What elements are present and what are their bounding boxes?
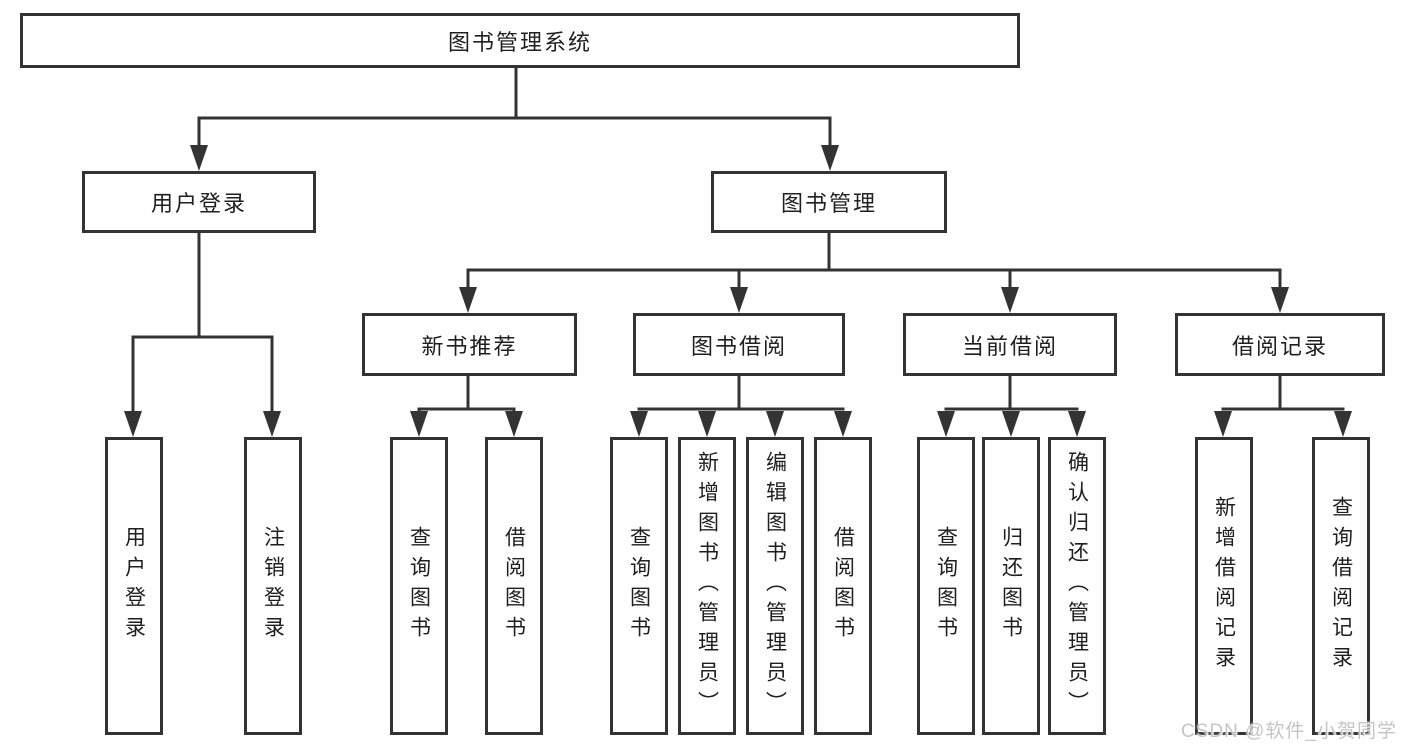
leaf-current-confirm-return-admin: 确认归还（管理员） [1048,437,1106,735]
connector-book-management-branch [459,233,1289,313]
leaf-record-add-borrow-record-label: 新增借阅记录 [1212,496,1236,676]
leaf-logout-login-label: 注销登录 [261,526,285,646]
node-user-login-label: 用户登录 [150,191,247,216]
node-root: 图书管理系统 [20,13,1020,68]
csdn-watermark: CSDN @软件_小贺同学 [1181,721,1397,742]
leaf-borrow-borrow-books: 借阅图书 [814,437,872,735]
node-borrow-record-label: 借阅记录 [1231,333,1328,359]
leaf-current-return-books: 归还图书 [982,437,1040,735]
node-book-borrow-label: 图书借阅 [690,333,787,359]
connector-root-to-level2 [190,68,839,171]
leaf-user-login: 用户登录 [105,437,163,735]
leaf-borrow-query-books: 查询图书 [610,437,668,735]
node-book-management-label: 图书管理 [780,191,877,216]
node-book-borrow: 图书借阅 [633,313,845,376]
leaf-borrow-query-books-label: 查询图书 [627,526,651,646]
leaf-current-query-books: 查询图书 [917,437,975,735]
node-user-login: 用户登录 [82,171,316,233]
leaf-current-confirm-return-admin-label: 确认归还（管理员） [1065,451,1089,721]
node-new-book-recommend-label: 新书推荐 [421,333,518,359]
node-root-label: 图书管理系统 [447,29,592,55]
leaf-user-login-label: 用户登录 [122,526,146,646]
leaf-borrow-edit-books-admin: 编辑图书（管理员） [746,437,804,735]
leaf-current-return-books-label: 归还图书 [999,526,1023,646]
node-new-book-recommend: 新书推荐 [362,313,577,376]
leaf-newrec-borrow-books: 借阅图书 [485,437,543,735]
leaf-logout-login: 注销登录 [244,437,302,735]
leaf-newrec-query-books: 查询图书 [390,437,448,735]
leaf-record-query-borrow-record-label: 查询借阅记录 [1329,496,1353,676]
connector-new-book-recommend-branch [410,376,523,437]
connector-current-borrow-branch [937,376,1086,437]
node-borrow-record: 借阅记录 [1175,313,1385,376]
connector-borrow-record-branch [1214,376,1352,437]
connector-user-login-branch [124,233,281,437]
leaf-borrow-add-books-admin-label: 新增图书（管理员） [695,451,719,721]
leaf-borrow-borrow-books-label: 借阅图书 [831,526,855,646]
connector-book-borrow-branch [630,376,852,437]
node-book-management: 图书管理 [711,171,947,233]
leaf-borrow-edit-books-admin-label: 编辑图书（管理员） [763,451,787,721]
node-current-borrow: 当前借阅 [903,313,1117,376]
leaf-newrec-borrow-books-label: 借阅图书 [502,526,526,646]
leaf-current-query-books-label: 查询图书 [934,526,958,646]
leaf-record-add-borrow-record: 新增借阅记录 [1195,437,1253,735]
leaf-record-query-borrow-record: 查询借阅记录 [1312,437,1370,735]
node-current-borrow-label: 当前借阅 [961,333,1058,359]
leaf-borrow-add-books-admin: 新增图书（管理员） [678,437,736,735]
leaf-newrec-query-books-label: 查询图书 [407,526,431,646]
